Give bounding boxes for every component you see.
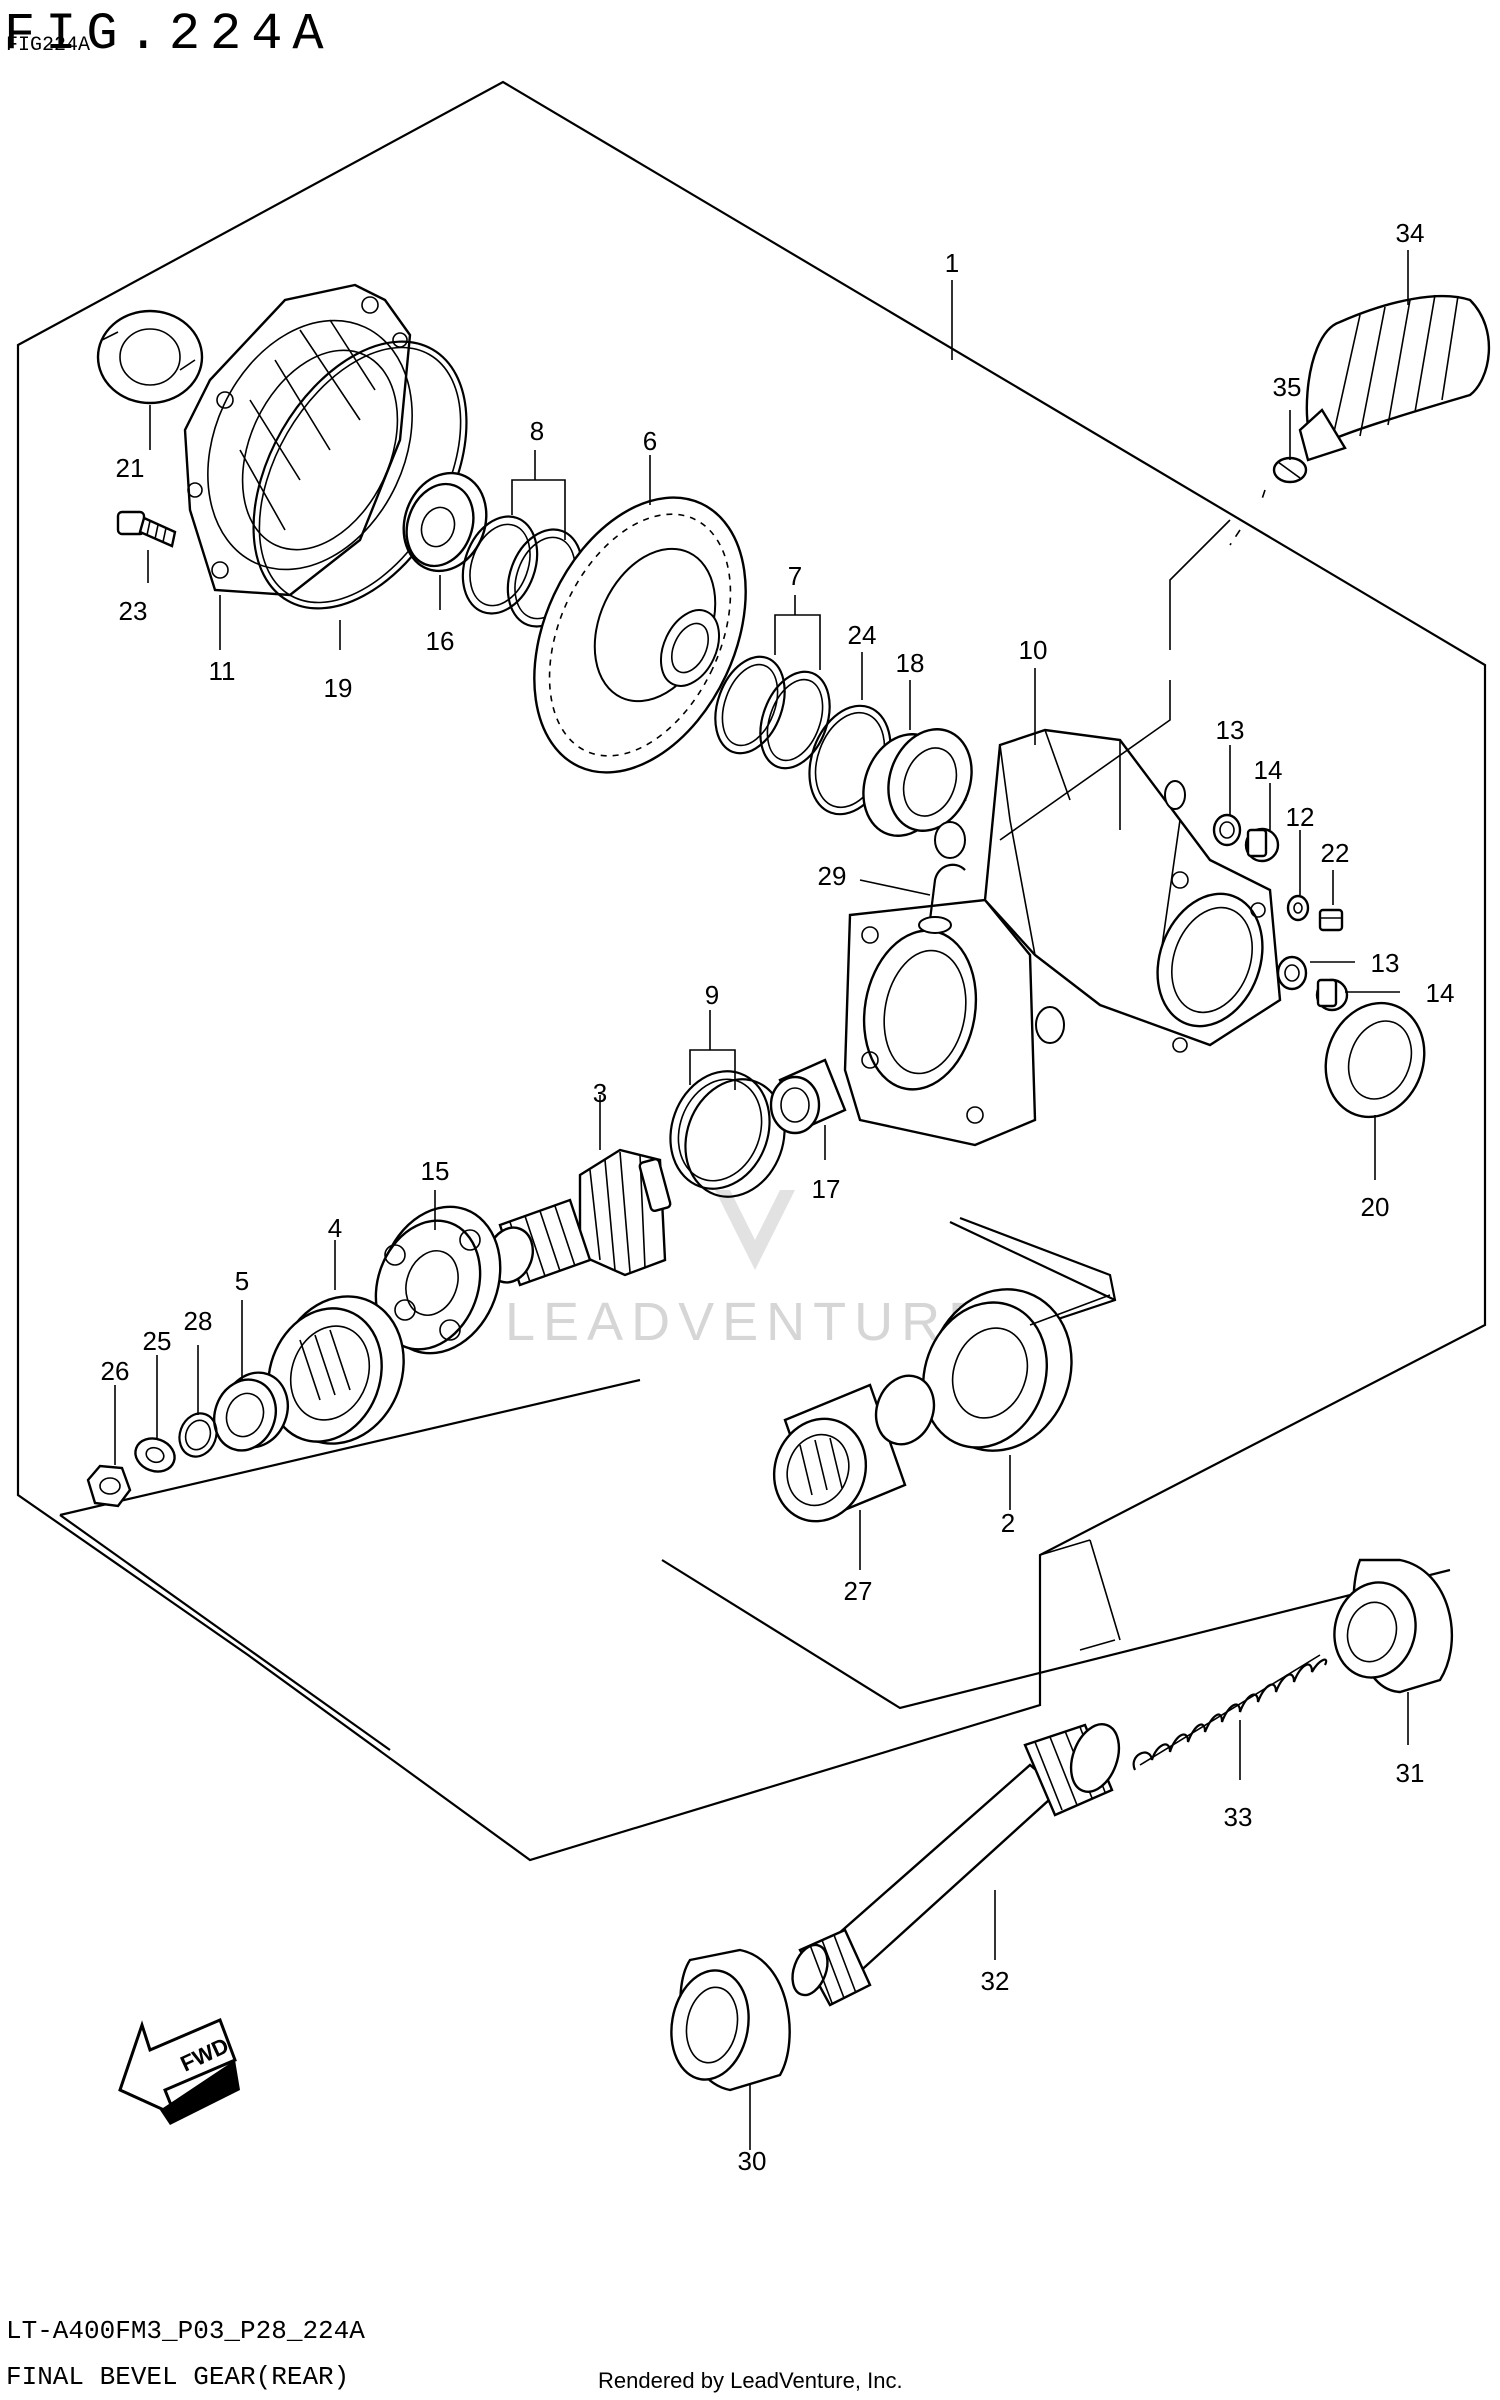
part-20-oil-seal[interactable]: [1310, 989, 1440, 1131]
callout-7[interactable]: 7: [788, 561, 802, 591]
part-18-needle-bearing[interactable]: [850, 717, 986, 847]
callout-23[interactable]: 23: [119, 596, 148, 626]
callout-18[interactable]: 18: [896, 648, 925, 678]
watermark-logo-icon: [715, 1190, 795, 1270]
part-30-joint-boot[interactable]: [663, 1948, 791, 2092]
callout-8[interactable]: 8: [530, 416, 544, 446]
part-27-coupling[interactable]: [760, 1368, 943, 1535]
callout-22[interactable]: 22: [1321, 838, 1350, 868]
assembly-boundary: [16, 80, 1487, 1862]
callout-2[interactable]: 2: [1001, 1508, 1015, 1538]
part-14-plug-upper[interactable]: [1244, 827, 1280, 863]
part-32-propeller-shaft[interactable]: [786, 1718, 1128, 2007]
watermark: LEADVENTURE: [505, 1190, 992, 1352]
part-28-o-ring[interactable]: [174, 1408, 223, 1462]
callout-3[interactable]: 3: [593, 1078, 607, 1108]
part-17-needle-bearing[interactable]: [769, 1058, 847, 1135]
part-5-collar[interactable]: [204, 1363, 298, 1459]
part-31-joint-boot[interactable]: [1324, 1558, 1453, 1694]
sub-boundary-lower-left: [59, 1514, 391, 1751]
part-11-case-cover[interactable]: [169, 283, 451, 603]
part-25-washer[interactable]: [131, 1433, 180, 1477]
part-12-gasket[interactable]: [1286, 894, 1310, 922]
callout-29[interactable]: 29: [818, 861, 847, 891]
callout-9[interactable]: 9: [705, 980, 719, 1010]
callout-1[interactable]: 1: [945, 248, 959, 278]
callout-34[interactable]: 34: [1396, 218, 1425, 248]
callout-labels: 1 2 3 4 5 6 7 8 9 10 11 12 13 13 14 14 1…: [101, 218, 1455, 2176]
figure-title: FIG.224A: [4, 5, 334, 64]
callout-13-upper[interactable]: 13: [1216, 715, 1245, 745]
callout-25[interactable]: 25: [143, 1326, 172, 1356]
part-10-gear-case[interactable]: [843, 728, 1282, 1147]
part-13-gasket-upper[interactable]: [1212, 813, 1242, 847]
fwd-arrow-icon: FWD: [118, 2018, 240, 2125]
part-16-bearing[interactable]: [390, 461, 499, 582]
sub-boundary-upper: [59, 1378, 641, 1517]
section-title: FINAL BEVEL GEAR(REAR): [6, 2362, 349, 2392]
part-6-ring-gear[interactable]: [493, 463, 788, 806]
callout-28[interactable]: 28: [184, 1306, 213, 1336]
part-7-shim-set[interactable]: [703, 647, 842, 778]
part-4-bearing-race[interactable]: [250, 1278, 424, 1461]
callout-31[interactable]: 31: [1396, 1758, 1425, 1788]
callout-5[interactable]: 5: [235, 1266, 249, 1296]
leader-lines: [114, 250, 1409, 2150]
callout-16[interactable]: 16: [426, 626, 455, 656]
callout-35[interactable]: 35: [1273, 372, 1302, 402]
model-code: LT-A400FM3_P03_P28_224A: [6, 2316, 365, 2346]
part-14-plug-lower[interactable]: [1315, 978, 1349, 1012]
callout-33[interactable]: 33: [1224, 1802, 1253, 1832]
callout-6[interactable]: 6: [643, 426, 657, 456]
callout-14-lower[interactable]: 14: [1426, 978, 1455, 1008]
part-23-bolt[interactable]: [116, 510, 177, 548]
callout-24[interactable]: 24: [848, 620, 877, 650]
callout-32[interactable]: 32: [981, 1966, 1010, 1996]
callout-20[interactable]: 20: [1361, 1192, 1390, 1222]
part-22-bolt[interactable]: [1318, 908, 1344, 932]
part-33-spring[interactable]: [1132, 1654, 1328, 1771]
callout-11[interactable]: 11: [209, 656, 236, 686]
part-13-gasket-lower[interactable]: [1276, 955, 1308, 991]
callout-13-lower[interactable]: 13: [1371, 948, 1400, 978]
part-21-oil-seal[interactable]: [96, 309, 204, 405]
part-35-clamp[interactable]: [1272, 456, 1308, 484]
callout-10[interactable]: 10: [1019, 635, 1048, 665]
callout-14-upper[interactable]: 14: [1254, 755, 1283, 785]
watermark-text: LEADVENTURE: [505, 1292, 992, 1352]
callout-17[interactable]: 17: [812, 1174, 841, 1204]
figure-subtitle: FIG224A: [6, 34, 90, 57]
callout-4[interactable]: 4: [328, 1213, 342, 1243]
render-credit: Rendered by LeadVenture, Inc.: [598, 2368, 903, 2393]
callout-15[interactable]: 15: [421, 1156, 450, 1186]
part-26-nut[interactable]: [86, 1464, 132, 1508]
part-2-oil-seal[interactable]: [903, 1269, 1094, 1471]
part-3-drive-pinion[interactable]: [480, 1148, 672, 1289]
part-9-shim-set[interactable]: [654, 1057, 800, 1211]
callout-21[interactable]: 21: [116, 453, 145, 483]
part-29-breather-pipe[interactable]: [918, 821, 966, 934]
callout-19[interactable]: 19: [324, 673, 353, 703]
part-15-bearing[interactable]: [358, 1190, 520, 1371]
shaft-group-boundary: [661, 1559, 1451, 1710]
callout-26[interactable]: 26: [101, 1356, 130, 1386]
part-34-boot[interactable]: [1298, 294, 1491, 462]
callout-12[interactable]: 12: [1286, 802, 1315, 832]
sub-boundary-right: [949, 1221, 1116, 1301]
bracket-right: [959, 1216, 1117, 1327]
callout-27[interactable]: 27: [844, 1576, 873, 1606]
callout-30[interactable]: 30: [738, 2146, 767, 2176]
